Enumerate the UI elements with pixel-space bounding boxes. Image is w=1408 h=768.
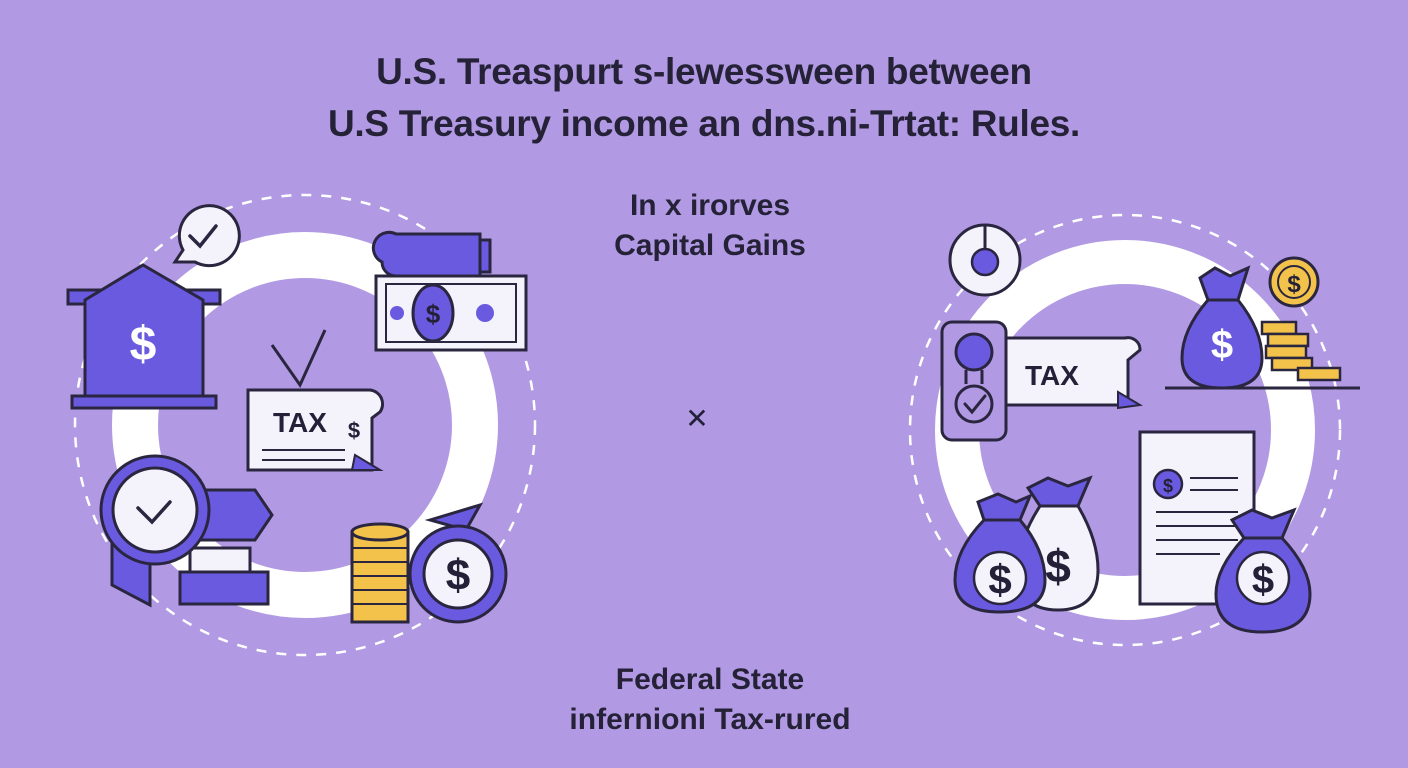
chat-check-icon [172, 204, 241, 268]
page-title: U.S. Treaspurt s-lewessween between U.S … [0, 46, 1408, 150]
tax-form-label: TAX [1025, 360, 1079, 391]
house-dollar-icon: $ [66, 263, 222, 410]
money-bag-left-dollar: $ [988, 556, 1011, 603]
center-footer: Federal State infernioni Tax-rured [540, 660, 880, 740]
right-dashed-orbit [908, 213, 1342, 647]
coin-stack-icon [350, 522, 410, 624]
money-bag-coins-icon: $ $ [1165, 256, 1360, 390]
left-dashed-orbit [73, 193, 537, 657]
left-cluster: $ $ TAX $ [66, 193, 537, 657]
money-bag-right-icon: $ [1214, 507, 1312, 634]
left-ring [112, 232, 498, 618]
statement-document-icon: $ [1138, 430, 1256, 606]
money-bag-icon: $ [408, 502, 508, 624]
tax-doc-antenna [270, 329, 327, 389]
title-line-1: U.S. Treaspurt s-lewessween between [376, 51, 1032, 92]
banknote-icon: $ [374, 274, 528, 352]
center-footer-line-2: infernioni Tax-rured [569, 703, 851, 736]
scroll-icon [371, 230, 492, 278]
tax-doc-label: TAX [273, 407, 327, 438]
gold-coin-dollar: $ [1287, 271, 1301, 298]
house-dollar-text: $ [130, 318, 157, 371]
money-bag-pair-icon: $ $ [953, 475, 1100, 614]
banknote-dollar-text: $ [426, 299, 441, 329]
center-heading-line-1: In x irorves [629, 189, 791, 222]
tax-document-icon: TAX $ [246, 388, 385, 472]
center-heading: In x irorves Capital Gains [540, 186, 880, 266]
center-footer-line-1: Federal State [615, 663, 805, 696]
center-heading-line-2: Capital Gains [614, 229, 806, 262]
money-bag-top-dollar: $ [1211, 323, 1233, 367]
target-icon [948, 223, 1022, 297]
document-dollar: $ [1163, 476, 1173, 496]
right-cluster: $ $ TAX [908, 213, 1360, 647]
tax-doc-dollar: $ [348, 418, 360, 443]
money-bag-right-dollar: $ [1252, 558, 1274, 602]
lock-check-icon [940, 320, 1008, 442]
center-divider-icon: ✕ [685, 403, 709, 434]
money-bag-middle-dollar: $ [1045, 540, 1071, 592]
clock-badge-icon [99, 454, 274, 608]
title-line-2: U.S Treasury income an dns.ni-Trtat: Rul… [328, 103, 1080, 144]
money-bag-dollar: $ [446, 551, 470, 600]
tax-form-icon: TAX [998, 336, 1143, 410]
